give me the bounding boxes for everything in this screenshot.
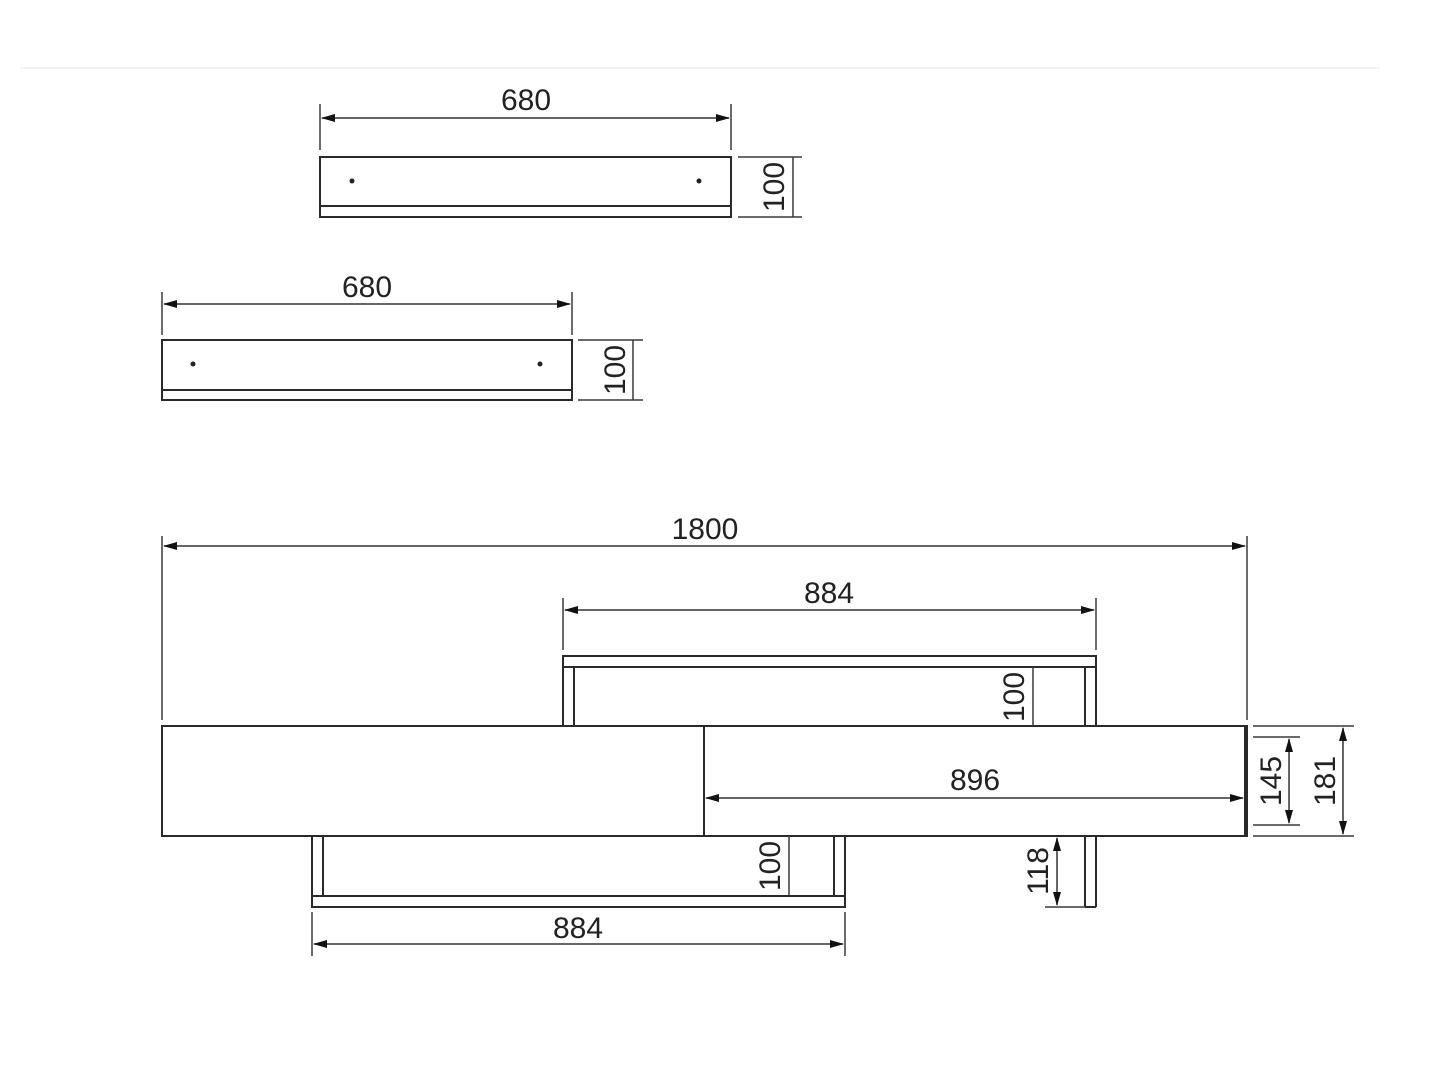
- shelf-top: 680 100: [319, 84, 802, 218]
- mounting-hole-icon: [349, 178, 355, 184]
- shelf-top-outline: [319, 156, 732, 218]
- lower-shelf-bottom-board: [311, 895, 846, 908]
- shelf-middle: 680 100: [161, 271, 643, 401]
- inner-height-label: 145: [1255, 756, 1288, 806]
- lower-shelf-width-label: 884: [553, 912, 603, 945]
- shelf-top-height-label: 100: [758, 162, 791, 212]
- right-drawer-width-label: 896: [950, 764, 1000, 797]
- overall-width-label: 1800: [672, 513, 739, 546]
- leg-height-label: 118: [1022, 847, 1055, 895]
- shelf-top-width-label: 680: [501, 84, 551, 117]
- upper-shelf-top-board: [562, 655, 1097, 668]
- shelf-middle-outline: [161, 339, 573, 401]
- shelf-middle-width-label: 680: [342, 271, 392, 304]
- total-height-label: 181: [1309, 756, 1342, 806]
- lower-shelf-height-label: 100: [754, 841, 787, 891]
- upper-shelf-width-label: 884: [804, 577, 854, 610]
- mounting-hole-icon: [537, 361, 543, 367]
- upper-shelf-height-label: 100: [998, 672, 1031, 722]
- shelf-middle-height-label: 100: [599, 345, 632, 395]
- tv-stand: 1800 884 100 896 145 181: [161, 513, 1354, 956]
- mounting-hole-icon: [190, 361, 196, 367]
- mounting-hole-icon: [696, 178, 702, 184]
